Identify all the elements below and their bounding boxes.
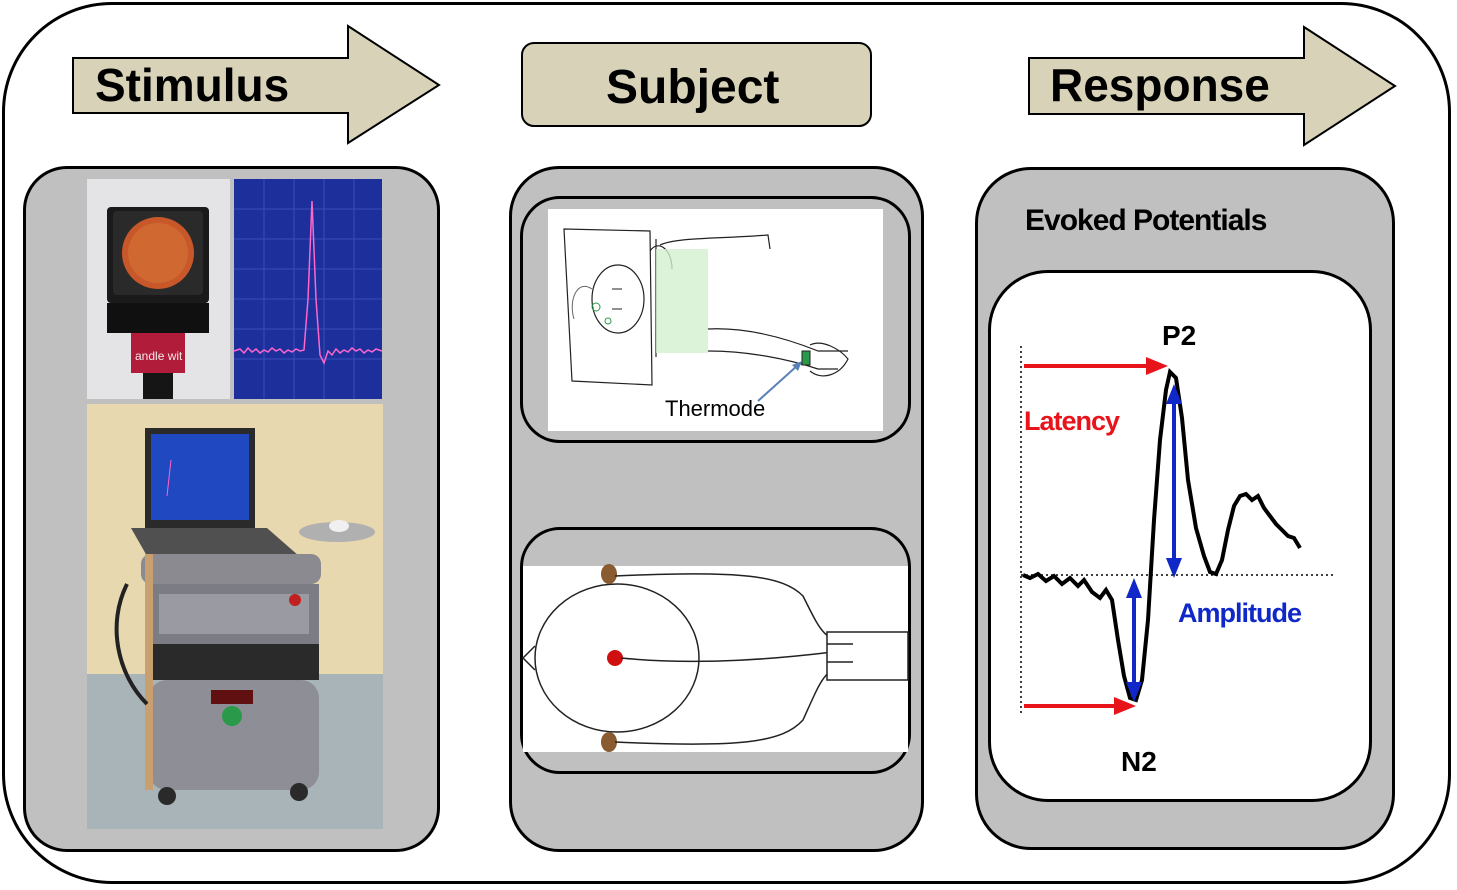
workstation-photo — [87, 404, 383, 829]
head-electrode-diagram — [521, 564, 909, 752]
n2-label: N2 — [1121, 746, 1157, 777]
response-header: Response — [1050, 59, 1270, 111]
thermode-device-photo: andle wit — [87, 179, 230, 399]
oscilloscope-trace — [233, 179, 383, 399]
person-lying-sketch — [563, 228, 849, 402]
latency-label: Latency — [1024, 406, 1120, 436]
p2-label: P2 — [1162, 320, 1197, 351]
evoked-potentials-title: Evoked Potentials — [1025, 204, 1267, 237]
subject-header: Subject — [606, 61, 780, 114]
stimulus-header: Stimulus — [95, 59, 290, 111]
thermode-label: Thermode — [665, 396, 766, 421]
svg-text:andle wit: andle wit — [135, 349, 183, 363]
amplitude-label: Amplitude — [1178, 598, 1302, 628]
